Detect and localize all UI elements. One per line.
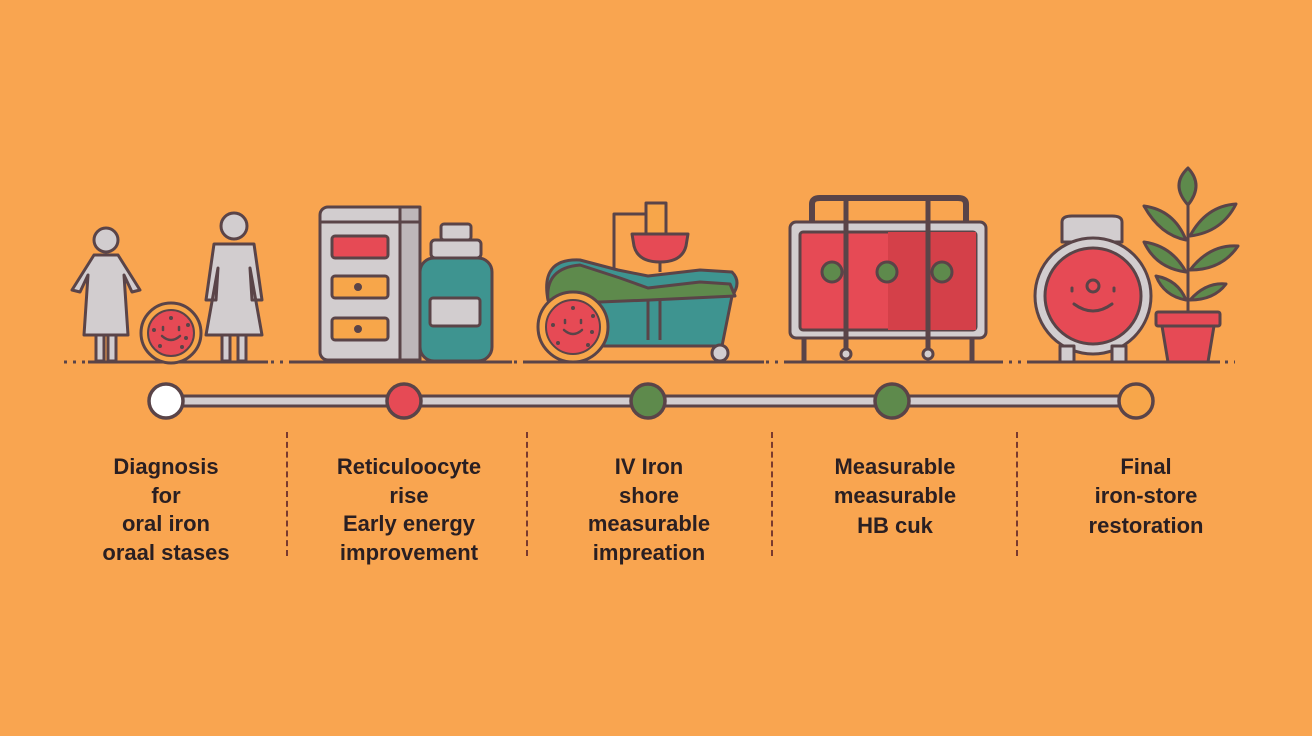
milestone-node-5 xyxy=(1117,382,1155,420)
tank-icon xyxy=(788,195,988,362)
plant-icon xyxy=(1142,166,1240,364)
milestone-label-5: Final iron-store restoration xyxy=(1088,454,1204,538)
red-blood-cell-icon xyxy=(536,290,610,364)
milestone-node-2 xyxy=(385,382,423,420)
milestone-node-1 xyxy=(147,382,185,420)
red-blood-cell-icon xyxy=(139,301,203,365)
milestone-label-3: IV Iron shore measurable impreation xyxy=(587,454,711,565)
milestone-label-4: Measurable measurable HB cuk xyxy=(833,454,957,538)
stage-divider xyxy=(1016,432,1018,556)
milestone-nodes xyxy=(147,382,1155,420)
milestone-node-4 xyxy=(873,382,911,420)
pot-icon xyxy=(1033,214,1153,364)
milestone-node-3 xyxy=(629,382,667,420)
milestone-label-2: Reticuloocyte rise Early energy improvem… xyxy=(336,454,482,565)
stage-divider xyxy=(526,432,528,556)
milestone-label-1: Diagnosis for oral iron oraal stases xyxy=(102,454,230,565)
stage-divider xyxy=(286,432,288,556)
stage-divider xyxy=(771,432,773,556)
pill-bottle-icon xyxy=(418,222,494,363)
people-icon xyxy=(70,211,264,363)
iv-drip-icon xyxy=(612,201,690,272)
cabinet-icon xyxy=(318,205,422,362)
